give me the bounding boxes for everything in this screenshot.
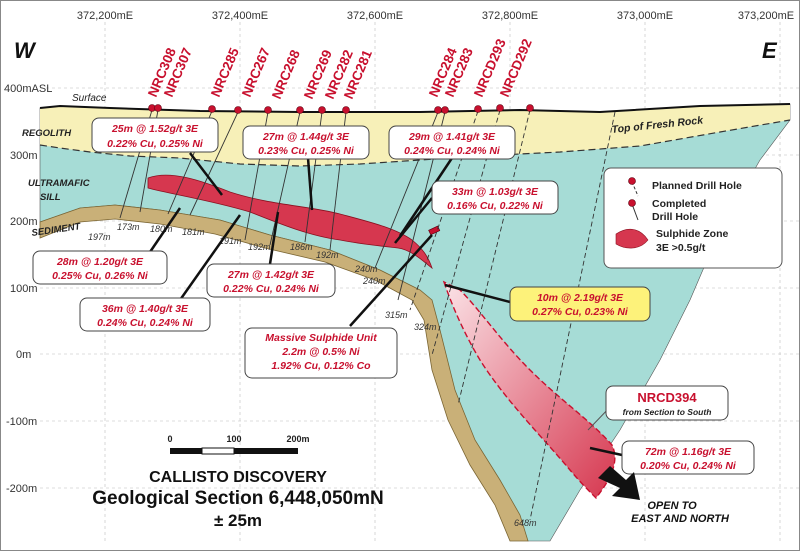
svg-text:Massive Sulphide Unit: Massive Sulphide Unit (265, 332, 377, 344)
hole-depth-label: 197m (88, 232, 111, 242)
svg-text:36m @ 1.40g/t 3E: 36m @ 1.40g/t 3E (102, 303, 189, 315)
intercept-box: 33m @ 1.03g/t 3E 0.16% Cu, 0.22% Ni (431, 180, 559, 215)
easting-label: 372,200mE (77, 10, 133, 22)
easting-label: 373,200mE (738, 10, 794, 22)
upper-sulphide-zone (147, 174, 433, 270)
svg-text:27m @ 1.44g/t 3E: 27m @ 1.44g/t 3E (262, 131, 350, 143)
svg-text:33m @ 1.03g/t 3E: 33m @ 1.03g/t 3E (452, 186, 539, 198)
hole-depth-label: 181m (182, 227, 205, 237)
svg-text:3E >0.5g/t: 3E >0.5g/t (656, 242, 706, 254)
leader-lines (148, 152, 623, 457)
hole-depth-label: 192m (248, 242, 271, 252)
sulphide-zone-legend-icon (615, 228, 649, 249)
svg-text:2.2m @ 0.5% Ni: 2.2m @ 0.5% Ni (281, 346, 360, 358)
open-direction-arrow-icon (598, 466, 640, 500)
svg-text:0.22% Cu, 0.24% Ni: 0.22% Cu, 0.24% Ni (223, 283, 320, 295)
sediment-unit (39, 204, 529, 542)
svg-text:0.20% Cu, 0.24% Ni: 0.20% Cu, 0.24% Ni (640, 460, 737, 472)
lower-sulphide-zone (442, 280, 616, 500)
intercept-box: 25m @ 1.52g/t 3E 0.22% Cu, 0.25% Ni (91, 117, 219, 153)
elevation-label: -200m (6, 483, 37, 495)
massive-sulphide-marker (428, 225, 441, 236)
svg-text:0.16% Cu, 0.22% Ni: 0.16% Cu, 0.22% Ni (447, 200, 544, 212)
easting-label: 372,600mE (347, 10, 403, 22)
ultramafic-label: ULTRAMAFIC (28, 178, 90, 189)
highlighted-intercept-box: 10m @ 2.19g/t 3E 0.27% Cu, 0.23% Ni (509, 286, 651, 322)
intercept-box: 28m @ 1.20g/t 3E 0.25% Cu, 0.26% Ni (32, 250, 168, 285)
intercept-box: 36m @ 1.40g/t 3E 0.24% Cu, 0.24% Ni (79, 297, 211, 332)
hole-depth-label: 324m (414, 322, 437, 332)
elevation-label: 300m (10, 150, 38, 162)
svg-text:0.24% Cu, 0.24% Ni: 0.24% Cu, 0.24% Ni (97, 317, 194, 329)
elevation-label: -100m (6, 416, 37, 428)
intercept-box: 27m @ 1.42g/t 3E 0.22% Cu, 0.24% Ni (206, 263, 336, 298)
regolith-label: REGOLITH (22, 128, 72, 139)
planned-hole-legend-icon (628, 177, 636, 185)
figure-title-line1: CALLISTO DISCOVERY (149, 469, 327, 486)
intercept-box: 27m @ 1.44g/t 3E 0.23% Cu, 0.25% Ni (242, 125, 370, 160)
scale-bar: 0 100 200m (167, 434, 310, 455)
svg-text:Planned Drill Hole: Planned Drill Hole (652, 180, 742, 192)
svg-text:200m: 200m (286, 434, 309, 444)
svg-text:100: 100 (226, 434, 241, 444)
east-marker: E (762, 38, 778, 63)
intercept-box: 72m @ 1.16g/t 3E 0.20% Cu, 0.24% Ni (621, 440, 755, 475)
svg-text:25m @ 1.52g/t 3E: 25m @ 1.52g/t 3E (111, 123, 199, 135)
svg-text:Drill Hole: Drill Hole (652, 211, 698, 223)
svg-text:0.24% Cu, 0.24% Ni: 0.24% Cu, 0.24% Ni (404, 145, 501, 157)
svg-text:0: 0 (167, 434, 172, 444)
svg-text:1.92% Cu, 0.12% Co: 1.92% Cu, 0.12% Co (271, 360, 371, 372)
svg-text:0.25% Cu, 0.26% Ni: 0.25% Cu, 0.26% Ni (52, 270, 149, 282)
hole-depth-label: 240m (354, 264, 378, 274)
easting-label: 372,400mE (212, 10, 268, 22)
nrcd394-callout: NRCD394 from Section to South (587, 385, 729, 431)
elevation-label: 100m (10, 283, 38, 295)
hole-depth-label: 315m (385, 310, 408, 320)
surface-line (39, 103, 791, 114)
elevation-label: 400mASL (4, 83, 52, 95)
intercept-box: 29m @ 1.41g/t 3E 0.24% Cu, 0.24% Ni (388, 125, 516, 160)
figure-title-line3: ± 25m (214, 511, 262, 530)
svg-text:NRCD394: NRCD394 (637, 390, 697, 405)
hole-depth-label: 186m (290, 242, 313, 252)
top-fresh-rock-line (39, 119, 791, 167)
svg-text:72m @ 1.16g/t 3E: 72m @ 1.16g/t 3E (645, 446, 732, 458)
massive-sulphide-box: Massive Sulphide Unit 2.2m @ 0.5% Ni 1.9… (244, 327, 398, 379)
hole-depth-label: 192m (316, 250, 339, 260)
easting-label: 372,800mE (482, 10, 538, 22)
svg-text:29m @ 1.41g/t 3E: 29m @ 1.41g/t 3E (408, 131, 496, 143)
svg-text:10m @ 2.19g/t 3E: 10m @ 2.19g/t 3E (537, 292, 624, 304)
hole-depth-label: 180m (150, 224, 173, 234)
hole-depth-label: 648m (514, 518, 537, 528)
svg-text:Sulphide Zone: Sulphide Zone (656, 228, 728, 240)
hole-depth-label: 173m (117, 222, 140, 232)
open-note-line1: OPEN TO (647, 500, 697, 512)
west-marker: W (14, 38, 37, 63)
elevation-label: 0m (16, 349, 31, 361)
svg-text:28m @ 1.20g/t 3E: 28m @ 1.20g/t 3E (56, 256, 144, 268)
svg-text:0.23% Cu, 0.25% Ni: 0.23% Cu, 0.25% Ni (258, 145, 355, 157)
sill-label: SILL (40, 192, 61, 203)
elevation-label: 200m (10, 216, 38, 228)
svg-text:Completed: Completed (652, 198, 706, 210)
svg-text:0.27% Cu, 0.23% Ni: 0.27% Cu, 0.23% Ni (532, 306, 629, 318)
hole-depth-label: 191m (219, 236, 242, 246)
svg-text:27m @ 1.42g/t 3E: 27m @ 1.42g/t 3E (227, 269, 315, 281)
hole-depth-label: 240m (362, 276, 386, 286)
svg-text:from Section to South: from Section to South (623, 407, 712, 417)
figure-title-line2: Geological Section 6,448,050mN (92, 488, 383, 509)
completed-hole-legend-icon (628, 199, 636, 207)
svg-text:0.22% Cu, 0.25% Ni: 0.22% Cu, 0.25% Ni (107, 138, 204, 150)
easting-label: 373,000mE (617, 10, 673, 22)
drill-collar-markers (148, 104, 534, 114)
surface-label: Surface (72, 93, 107, 104)
open-note-line2: EAST AND NORTH (631, 513, 730, 525)
legend: Planned Drill Hole Completed Drill Hole … (603, 167, 783, 269)
